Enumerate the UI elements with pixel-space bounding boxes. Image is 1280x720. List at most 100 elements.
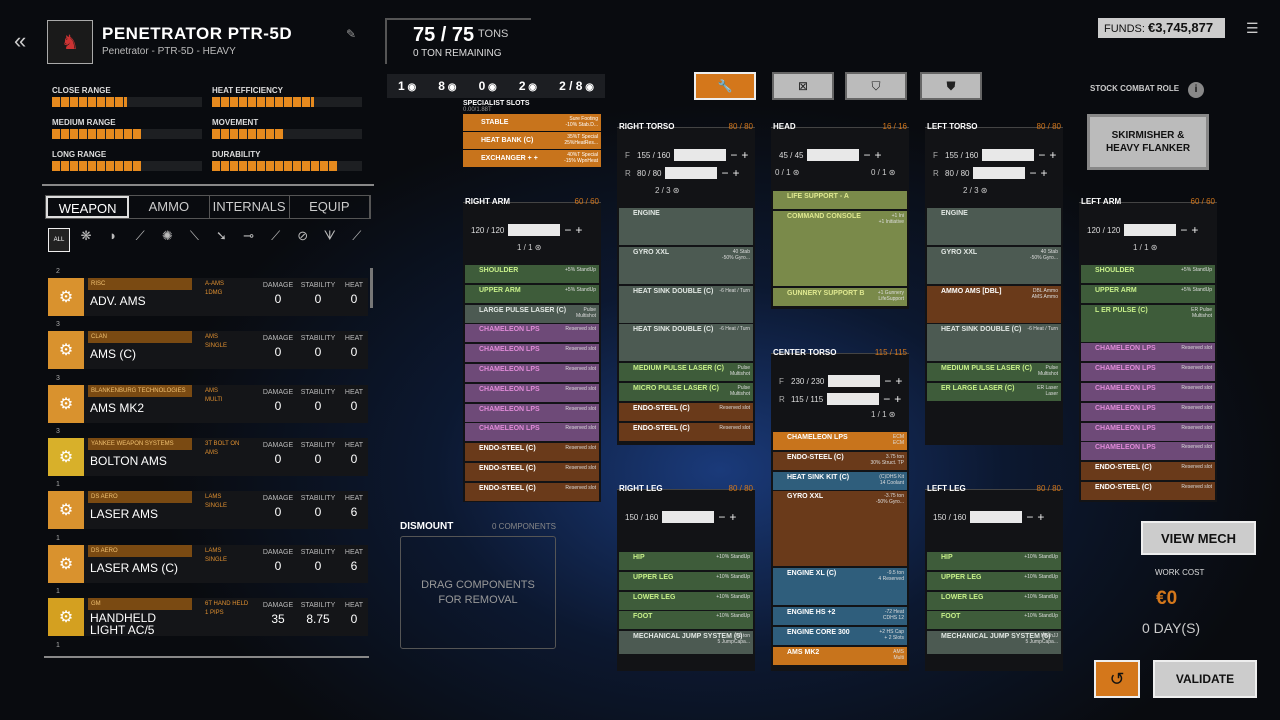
component-slot[interactable]: HIP+10% StandUp bbox=[619, 552, 753, 570]
armor-plus-button[interactable]: + bbox=[1037, 510, 1045, 524]
component-slot[interactable]: ER LARGE LASER (C)ER Laser Laser bbox=[927, 383, 1061, 401]
component-slot[interactable]: HEAT SINK DOUBLE (C)-6 Heat / Turn bbox=[927, 324, 1061, 362]
armor-plus-button[interactable]: + bbox=[1049, 148, 1057, 162]
armor-plus-button[interactable]: + bbox=[741, 148, 749, 162]
armor-plus-button[interactable]: + bbox=[729, 510, 737, 524]
component-slot[interactable]: MEDIUM PULSE LASER (C)Pulse Multishot bbox=[927, 363, 1061, 382]
filter-rifle-icon[interactable]: ⊸ bbox=[243, 228, 254, 243]
tab-ammo[interactable]: AMMO bbox=[129, 196, 210, 218]
armor-slider[interactable] bbox=[665, 167, 718, 179]
component-slot[interactable]: MECHANICAL JUMP SYSTEM (5)7.5 ton 5 Jump… bbox=[619, 631, 753, 655]
armor-minus-button[interactable]: − bbox=[863, 148, 871, 162]
max-armor-button[interactable]: ⛊ bbox=[920, 72, 982, 100]
component-slot[interactable]: ENGINE HS +2-72 Heat CDHS 12 bbox=[773, 607, 907, 625]
component-slot[interactable]: ENDO-STEEL (C)Reserved slot bbox=[465, 482, 599, 501]
armor-slider[interactable] bbox=[982, 149, 1035, 161]
armor-plus-button[interactable]: + bbox=[895, 374, 903, 388]
tab-equip[interactable]: EQUIP bbox=[290, 196, 370, 218]
filter-flame-icon[interactable]: ⟋ bbox=[271, 228, 281, 243]
filter-ballistic-icon[interactable]: ⟋ bbox=[135, 228, 145, 243]
component-slot[interactable]: UPPER LEG+10% StandUp bbox=[927, 571, 1061, 590]
component-slot[interactable]: SHOULDER+5% StandUp bbox=[1081, 265, 1215, 283]
armor-slider[interactable] bbox=[674, 149, 727, 161]
armor-minus-button[interactable]: − bbox=[721, 166, 729, 180]
specialist-slot[interactable]: EXCHANGER + +40%T Special -15% WpnHeat bbox=[463, 150, 601, 167]
component-slot[interactable]: ENGINE bbox=[927, 208, 1061, 245]
undo-button[interactable]: ↺ bbox=[1094, 660, 1140, 698]
strip-armor-button[interactable]: ⛉ bbox=[845, 72, 907, 100]
info-icon[interactable]: i bbox=[1188, 82, 1204, 98]
armor-minus-button[interactable]: − bbox=[883, 392, 891, 406]
component-slot[interactable]: GYRO XXL-3.75 ton -50% Gyro... bbox=[773, 491, 907, 567]
back-chevron-icon[interactable]: « bbox=[14, 28, 27, 53]
view-mech-button[interactable]: VIEW MECH bbox=[1141, 521, 1256, 555]
armor-plus-button[interactable]: + bbox=[894, 392, 902, 406]
armor-minus-button[interactable]: − bbox=[730, 148, 738, 162]
armor-plus-button[interactable]: + bbox=[1040, 166, 1048, 180]
component-slot[interactable]: L ER PULSE (C)ER Pulse Multishot bbox=[1081, 304, 1215, 342]
component-slot[interactable]: UPPER ARM+5% StandUp bbox=[1081, 284, 1215, 303]
tab-internals[interactable]: INTERNALS bbox=[210, 196, 290, 218]
edit-icon[interactable]: ✎ bbox=[346, 27, 357, 41]
armor-plus-button[interactable]: + bbox=[1191, 223, 1199, 237]
filter-all-icon[interactable]: ALL bbox=[48, 228, 70, 252]
component-slot[interactable]: SHOULDER+5% StandUp bbox=[465, 265, 599, 283]
component-slot[interactable]: FOOT+10% StandUp bbox=[927, 611, 1061, 630]
tab-weapon[interactable]: WEAPON bbox=[46, 196, 130, 218]
component-slot[interactable]: LOWER LEG+10% StandUp bbox=[927, 591, 1061, 610]
menu-icon[interactable]: ☰ bbox=[1246, 20, 1259, 36]
armor-slider[interactable] bbox=[827, 393, 880, 405]
component-slot[interactable]: UPPER ARM+5% StandUp bbox=[465, 284, 599, 303]
armor-slider[interactable] bbox=[508, 224, 561, 236]
component-slot[interactable]: LOWER LEG+10% StandUp bbox=[619, 591, 753, 610]
component-slot[interactable]: FOOT+10% StandUp bbox=[619, 611, 753, 630]
component-slot[interactable]: MECHANICAL JUMP SYSTEM (5)MechJJ 5 JumpC… bbox=[927, 631, 1061, 655]
component-slot[interactable]: COMMAND CONSOLE+1 Ini +1 Initiative bbox=[773, 210, 907, 286]
component-slot[interactable]: HIP+10% StandUp bbox=[927, 552, 1061, 570]
component-slot[interactable]: MICRO PULSE LASER (C)Pulse Multishot bbox=[619, 383, 753, 401]
component-slot[interactable]: ENGINE bbox=[619, 208, 753, 245]
component-slot[interactable]: LARGE PULSE LASER (C)Pulse Multishot bbox=[465, 304, 599, 323]
validate-button[interactable]: VALIDATE bbox=[1153, 660, 1257, 698]
armor-plus-button[interactable]: + bbox=[732, 166, 740, 180]
armor-minus-button[interactable]: − bbox=[1038, 148, 1046, 162]
armor-minus-button[interactable]: − bbox=[1180, 223, 1188, 237]
filter-missile-icon[interactable]: ➘ bbox=[216, 228, 227, 243]
component-slot[interactable]: HEAT SINK DOUBLE (C)-6 Heat / Turn bbox=[619, 324, 753, 362]
filter-wing-icon[interactable]: ᗐ bbox=[323, 228, 336, 243]
armor-minus-button[interactable]: − bbox=[1026, 510, 1034, 524]
filter-cluster-icon[interactable]: ❋ bbox=[80, 228, 92, 243]
armor-plus-button[interactable]: + bbox=[874, 148, 882, 162]
filter-burst-icon[interactable]: ✺ bbox=[161, 228, 173, 243]
component-slot[interactable]: ENGINE CORE 300+2 HS Cap + 2 Slots bbox=[773, 626, 907, 645]
armor-minus-button[interactable]: − bbox=[1029, 166, 1037, 180]
repair-mode-button[interactable]: 🔧 bbox=[694, 72, 756, 100]
component-slot[interactable]: ENDO-STEEL (C)3.75 ton 30% Struct. TP bbox=[773, 451, 907, 470]
armor-slider[interactable] bbox=[828, 375, 881, 387]
armor-minus-button[interactable]: − bbox=[564, 223, 572, 237]
component-slot[interactable]: HEAT SINK KIT (C)(C)DHS Kit 14 Coolant bbox=[773, 471, 907, 490]
component-slot[interactable]: GUNNERY SUPPORT B+1 Gunnery LifeSupport bbox=[773, 287, 907, 306]
armor-slider[interactable] bbox=[807, 149, 860, 161]
armor-plus-button[interactable]: + bbox=[575, 223, 583, 237]
component-slot[interactable]: UPPER LEG+10% StandUp bbox=[619, 571, 753, 590]
component-slot[interactable]: ENDO-STEEL (C)Reserved slot bbox=[1081, 462, 1215, 481]
component-slot[interactable]: MEDIUM PULSE LASER (C)Pulse Multishot bbox=[619, 363, 753, 382]
